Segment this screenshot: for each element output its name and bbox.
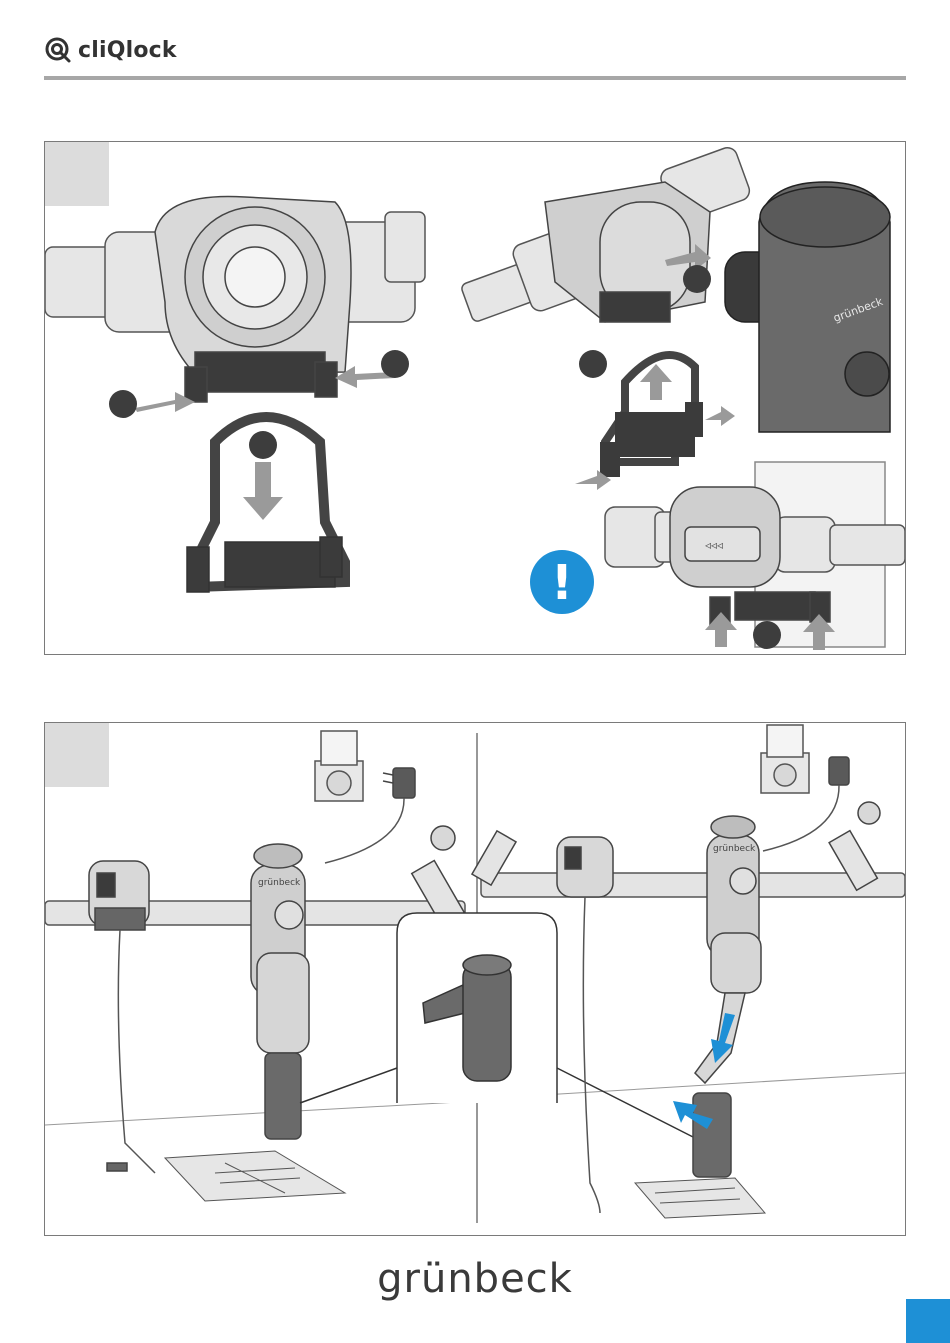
illustration-panel-2: grünbeck bbox=[44, 722, 906, 1236]
step-marker bbox=[753, 621, 781, 649]
notice-icon: ! bbox=[551, 555, 573, 611]
flushing-illustration: grünbeck bbox=[45, 723, 905, 1235]
header: cliQlock bbox=[44, 32, 177, 68]
step-marker bbox=[683, 265, 711, 293]
step-marker bbox=[579, 350, 607, 378]
step-marker bbox=[109, 390, 137, 418]
illustration-panel-1: grünbeck ◃◃◃ bbox=[44, 141, 906, 655]
drain-right bbox=[635, 1178, 765, 1218]
page-tab bbox=[906, 1299, 950, 1343]
step-marker bbox=[381, 350, 409, 378]
device-brand-label: grünbeck bbox=[713, 844, 756, 854]
filter-left bbox=[251, 844, 309, 1139]
flow-direction-arrows: ◃◃◃ bbox=[705, 538, 723, 552]
footer-logo: grünbeck bbox=[0, 1256, 950, 1302]
filter-head bbox=[155, 196, 351, 402]
down-arrow bbox=[243, 462, 283, 520]
controller-left bbox=[89, 861, 155, 1173]
cliqlock-logo-icon bbox=[44, 36, 72, 64]
socket-left bbox=[315, 731, 363, 801]
product-name: cliQlock bbox=[78, 38, 177, 63]
controller-right bbox=[557, 837, 613, 1213]
device-brand-label: grünbeck bbox=[258, 878, 301, 888]
zoom-callout bbox=[300, 913, 695, 1138]
header-rule bbox=[44, 76, 906, 80]
side-arrow bbox=[705, 406, 735, 426]
pipe-right bbox=[481, 873, 905, 897]
drain-left bbox=[165, 1151, 345, 1201]
filter-mounting-illustration: grünbeck ◃◃◃ bbox=[45, 142, 905, 654]
step-marker bbox=[249, 431, 277, 459]
socket-right bbox=[761, 725, 809, 793]
up-arrow bbox=[640, 364, 672, 400]
